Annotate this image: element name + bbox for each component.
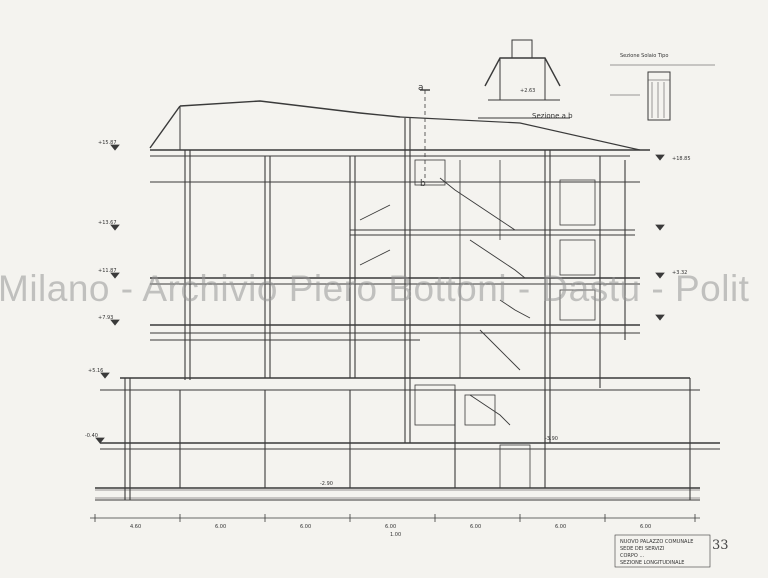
level-label: +11.87	[98, 268, 117, 274]
level-label: -2.90	[320, 481, 333, 487]
dimension-label: 4.60	[130, 524, 141, 530]
title-block-line-1: NUOVO PALAZZO COMUNALE	[620, 539, 693, 545]
dimension-label: 6.00	[555, 524, 566, 530]
level-label: +2.63	[520, 88, 535, 94]
level-label: +3.32	[672, 270, 687, 276]
title-block-line-4: SEZIONE LONGITUDINALE	[620, 560, 684, 566]
level-label: +7.93	[98, 315, 113, 321]
dimension-label: 6.00	[215, 524, 226, 530]
section-mark-b: b	[420, 179, 426, 189]
dimension-label: 6.00	[470, 524, 481, 530]
dimension-label: 6.00	[640, 524, 651, 530]
title-block-line-3: CORPO ...	[620, 553, 645, 559]
level-label: +5.16	[88, 368, 103, 374]
sheet-number: 33	[712, 538, 729, 553]
level-label: -3.90	[545, 436, 558, 442]
detail-title: Sezione Solaio Tipo	[620, 53, 668, 59]
section-mark-a: a	[418, 83, 424, 93]
dimension-label: 6.00	[385, 524, 396, 530]
section-title: Sezione a b	[532, 112, 573, 120]
dimension-total: 1.00	[390, 532, 401, 538]
title-block-line-2: SEDE DEI SERVIZI	[620, 546, 664, 552]
level-label: +13.67	[98, 220, 117, 226]
level-label: +15.87	[98, 140, 117, 146]
level-label: +18.85	[672, 156, 691, 162]
dimension-label: 6.00	[300, 524, 311, 530]
level-label: -0.40	[85, 433, 98, 439]
